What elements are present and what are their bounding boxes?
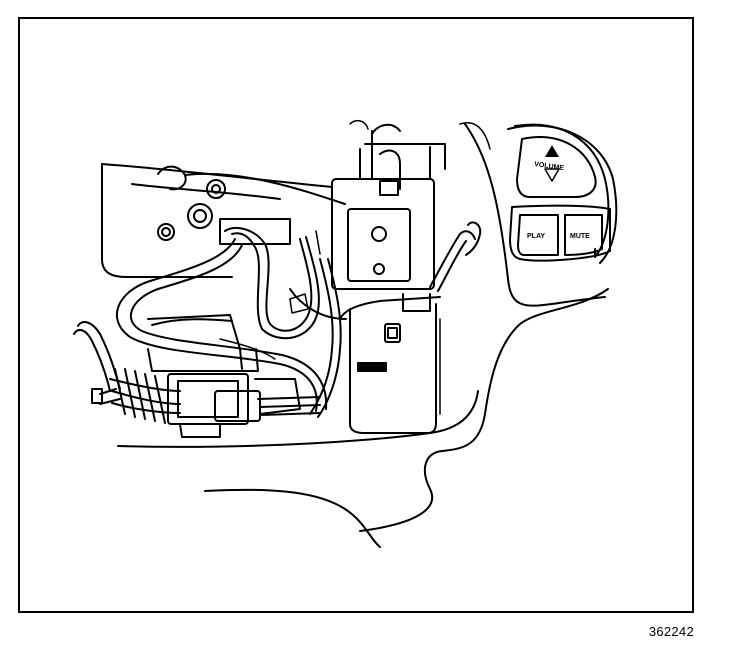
steering-wheel-wiring-illustration: VOLUME PLAY MUTE bbox=[73, 119, 618, 548]
volume-label: VOLUME bbox=[534, 161, 565, 172]
mute-button[interactable] bbox=[564, 214, 603, 256]
play-button[interactable] bbox=[517, 214, 559, 256]
dash-panel-bracket bbox=[101, 163, 346, 278]
illustration-frame: VOLUME PLAY MUTE bbox=[18, 17, 694, 613]
relay-module bbox=[331, 123, 446, 290]
column-housing-outline bbox=[117, 123, 609, 548]
harness-connector bbox=[147, 314, 301, 438]
volume-down-icon[interactable] bbox=[544, 168, 560, 182]
lower-module bbox=[339, 293, 441, 434]
misc-details bbox=[219, 119, 491, 415]
play-label: PLAY bbox=[527, 233, 545, 240]
left-cable bbox=[73, 321, 321, 424]
mute-label: MUTE bbox=[570, 233, 590, 240]
figure-number: 362242 bbox=[648, 624, 694, 639]
wiring-harness bbox=[116, 218, 482, 418]
steering-wheel-controls bbox=[507, 123, 618, 264]
volume-up-icon[interactable] bbox=[545, 145, 559, 157]
